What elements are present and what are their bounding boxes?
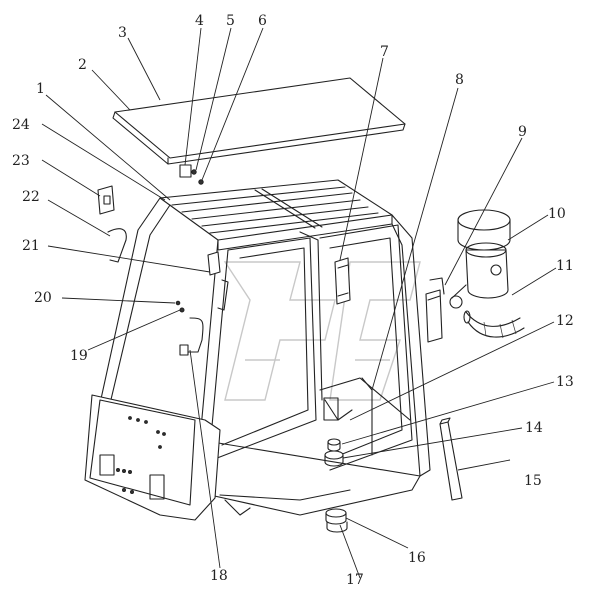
front-dash-panel <box>84 394 221 521</box>
lower-mount-17 <box>326 521 348 533</box>
handle-bracket-21 <box>207 251 229 311</box>
grab-handle-18 <box>179 317 204 356</box>
callout-17: 17 <box>346 572 364 588</box>
callout-15: 15 <box>524 473 542 489</box>
watermark-logo <box>223 261 421 401</box>
callout-18: 18 <box>210 568 228 584</box>
callout-19: 19 <box>70 348 88 364</box>
callout-20: 20 <box>34 290 52 306</box>
air-filter <box>451 209 511 299</box>
callout-11: 11 <box>556 258 574 274</box>
callout-21: 21 <box>22 238 40 254</box>
trim-strip <box>439 417 463 501</box>
cab-roof-grille <box>159 179 393 251</box>
callout-10: 10 <box>548 206 566 222</box>
callout-23: 23 <box>12 153 30 169</box>
callout-3: 3 <box>118 25 127 41</box>
callout-9: 9 <box>518 124 527 140</box>
callout-13: 13 <box>556 374 574 390</box>
rear-bracket-9 <box>425 277 445 343</box>
side-bracket-7 <box>334 257 351 305</box>
callout-14: 14 <box>525 420 543 436</box>
callout-7: 7 <box>380 44 389 60</box>
top-fittings <box>179 164 204 185</box>
cab-body <box>91 197 431 516</box>
callout-22: 22 <box>22 189 40 205</box>
callout-5: 5 <box>226 13 235 29</box>
lower-mount-16 <box>325 508 347 525</box>
mount-pad-14 <box>324 450 344 467</box>
callout-4: 4 <box>195 13 204 29</box>
callout-12: 12 <box>556 313 574 329</box>
roof-panel <box>112 77 406 165</box>
callout-16: 16 <box>408 550 426 566</box>
callout-6: 6 <box>258 13 267 29</box>
callout-24: 24 <box>12 117 30 133</box>
callout-8: 8 <box>455 72 464 88</box>
callout-1: 1 <box>36 81 45 97</box>
leader-lines <box>41 27 557 579</box>
mount-pad-13 <box>327 438 341 452</box>
callout-labels: 1 2 3 4 5 6 7 8 9 10 11 12 13 14 15 16 1… <box>12 13 574 588</box>
intake-hose <box>449 295 525 339</box>
callout-2: 2 <box>78 57 87 73</box>
clip-22 <box>107 228 127 263</box>
hinge-block-23 <box>97 185 115 215</box>
